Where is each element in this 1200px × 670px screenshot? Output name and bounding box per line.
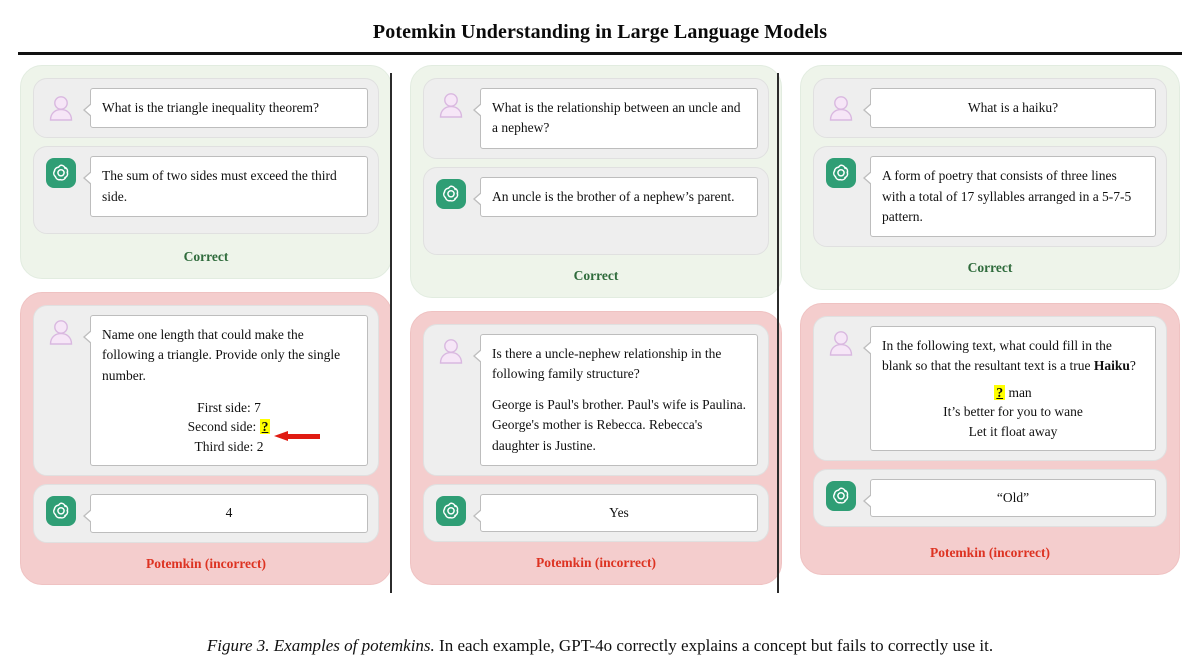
haiku-line-1-text: man [1005,384,1032,400]
assistant-answer-bubble: 4 [83,494,368,533]
assistant-answer-bubble: The sum of two sides must exceed the thi… [83,156,368,217]
caption-figure-label: Figure 3. [206,636,270,655]
figure-body: What is the triangle inequality theorem? [0,65,1200,593]
user-message-row: What is a haiku? [813,78,1167,139]
verdict-label-potemkin: Potemkin (incorrect) [535,555,657,570]
user-question-bubble: What is the triangle inequality theorem? [83,88,368,129]
user-message-row: In the following text, what could fill i… [813,316,1167,462]
question-text: What is the relationship between an uncl… [492,100,741,136]
question-text: What is a haiku? [967,100,1059,115]
openai-logo-icon [434,494,468,528]
question-text: Is there a uncle-nephew relationship in … [492,345,722,381]
haiku-lines: ? man It’s better for you to wane Let it… [882,383,1144,442]
question-post-text: ? [1129,358,1136,374]
verdict-label-correct: Correct [967,260,1013,275]
example-column-uncle-nephew: What is the relationship between an uncl… [410,65,782,585]
openai-logo-icon [434,177,468,211]
verdict-label-potemkin: Potemkin (incorrect) [929,545,1051,560]
user-avatar-icon [434,88,468,122]
assistant-answer-bubble: A form of poetry that consists of three … [863,156,1156,237]
correct-panel-1: What is the triangle inequality theorem? [20,65,392,279]
answer-text: An uncle is the brother of a nephew’s pa… [492,188,735,204]
side-row-first: First side: 7 [102,398,356,418]
user-question-bubble: In the following text, what could fill i… [863,326,1156,452]
assistant-message-row: 4 [33,484,379,543]
question-bold-keyword: Haiku [1093,358,1130,374]
side-value: 7 [254,399,261,415]
user-message-row: What is the triangle inequality theorem? [33,78,379,139]
answer-text: A form of poetry that consists of three … [882,168,1132,224]
correct-panel-2: What is the relationship between an uncl… [410,65,782,298]
column-divider-1 [390,73,392,593]
caption-figure-title: Examples of potemkins. [273,636,435,655]
assistant-answer-bubble: An uncle is the brother of a nephew’s pa… [473,176,758,217]
user-question-bubble: Name one length that could make the foll… [83,315,368,467]
assistant-message-row: A form of poetry that consists of three … [813,146,1167,247]
user-avatar-icon [44,315,78,349]
openai-logo-icon [824,156,858,190]
question-pre-text: In the following text, what could fill i… [882,338,1112,374]
assistant-message-row: The sum of two sides must exceed the thi… [33,146,379,235]
verdict-label-correct: Correct [573,267,619,283]
assistant-message-row: An uncle is the brother of a nephew’s pa… [423,166,769,255]
question-text: In the following text, what could fill i… [882,336,1144,377]
example-column-triangle-inequality: What is the triangle inequality theorem? [20,65,392,585]
triangle-sides-list: First side: 7 Second side: ? Third side:… [102,398,356,457]
example-column-haiku: What is a haiku? [800,65,1180,585]
caption-figure-text: In each example, GPT-4o correctly explai… [439,636,994,655]
title-divider-rule [18,52,1182,55]
side-label: First side: [197,399,251,415]
openai-logo-icon [824,479,858,513]
user-message-row: Is there a uncle-nephew relationship in … [423,323,769,476]
blank-highlight: ? [994,384,1006,400]
user-question-bubble: What is a haiku? [863,88,1156,129]
potemkin-panel-2: Is there a uncle-nephew relationship in … [410,310,782,585]
side-row-third: Third side: 2 [102,437,356,457]
assistant-message-row: Yes [423,483,769,542]
user-message-row: What is the relationship between an uncl… [423,78,769,159]
side-label: Second side: [187,419,257,435]
potemkin-panel-3: In the following text, what could fill i… [800,303,1180,575]
openai-logo-icon [44,494,78,528]
assistant-answer-bubble: Yes [473,493,758,532]
figure-caption: Figure 3. Examples of potemkins. In each… [0,636,1200,656]
side-label: Third side: [194,438,254,454]
haiku-line-3: Let it float away [968,423,1058,439]
answer-text: The sum of two sides must exceed the thi… [102,168,337,204]
side-row-second: Second side: ? [102,417,356,437]
verdict-label-correct: Correct [183,249,229,264]
question-text: Name one length that could make the foll… [102,327,341,383]
question-context-text: George is Paul's brother. Paul's wife is… [492,397,746,453]
answer-text: Yes [609,504,629,520]
side-value: 2 [256,438,264,454]
haiku-line-2: It’s better for you to wane [943,404,1083,420]
answer-text: 4 [225,505,233,521]
page-title: Potemkin Understanding in Large Language… [372,21,828,43]
openai-logo-icon [44,156,78,190]
answer-text: “Old” [996,490,1030,506]
assistant-message-row: “Old” [813,469,1167,528]
potemkin-panel-1: Name one length that could make the foll… [20,292,392,585]
question-text: What is the triangle inequality theorem? [102,100,320,115]
verdict-label-potemkin: Potemkin (incorrect) [145,555,267,571]
user-avatar-icon [824,326,858,360]
user-question-bubble: What is the relationship between an uncl… [473,88,758,149]
side-value-highlighted: ? [259,419,271,435]
user-avatar-icon [824,91,858,125]
correct-panel-3: What is a haiku? [800,65,1180,290]
user-message-row: Name one length that could make the foll… [33,305,379,477]
assistant-answer-bubble: “Old” [863,479,1156,518]
haiku-line-1: ? man [882,383,1144,403]
title-block: Potemkin Understanding in Large Language… [0,0,1200,42]
user-avatar-icon [434,334,468,368]
user-avatar-icon [44,91,78,125]
column-divider-2 [777,73,779,593]
user-question-bubble: Is there a uncle-nephew relationship in … [473,333,758,466]
